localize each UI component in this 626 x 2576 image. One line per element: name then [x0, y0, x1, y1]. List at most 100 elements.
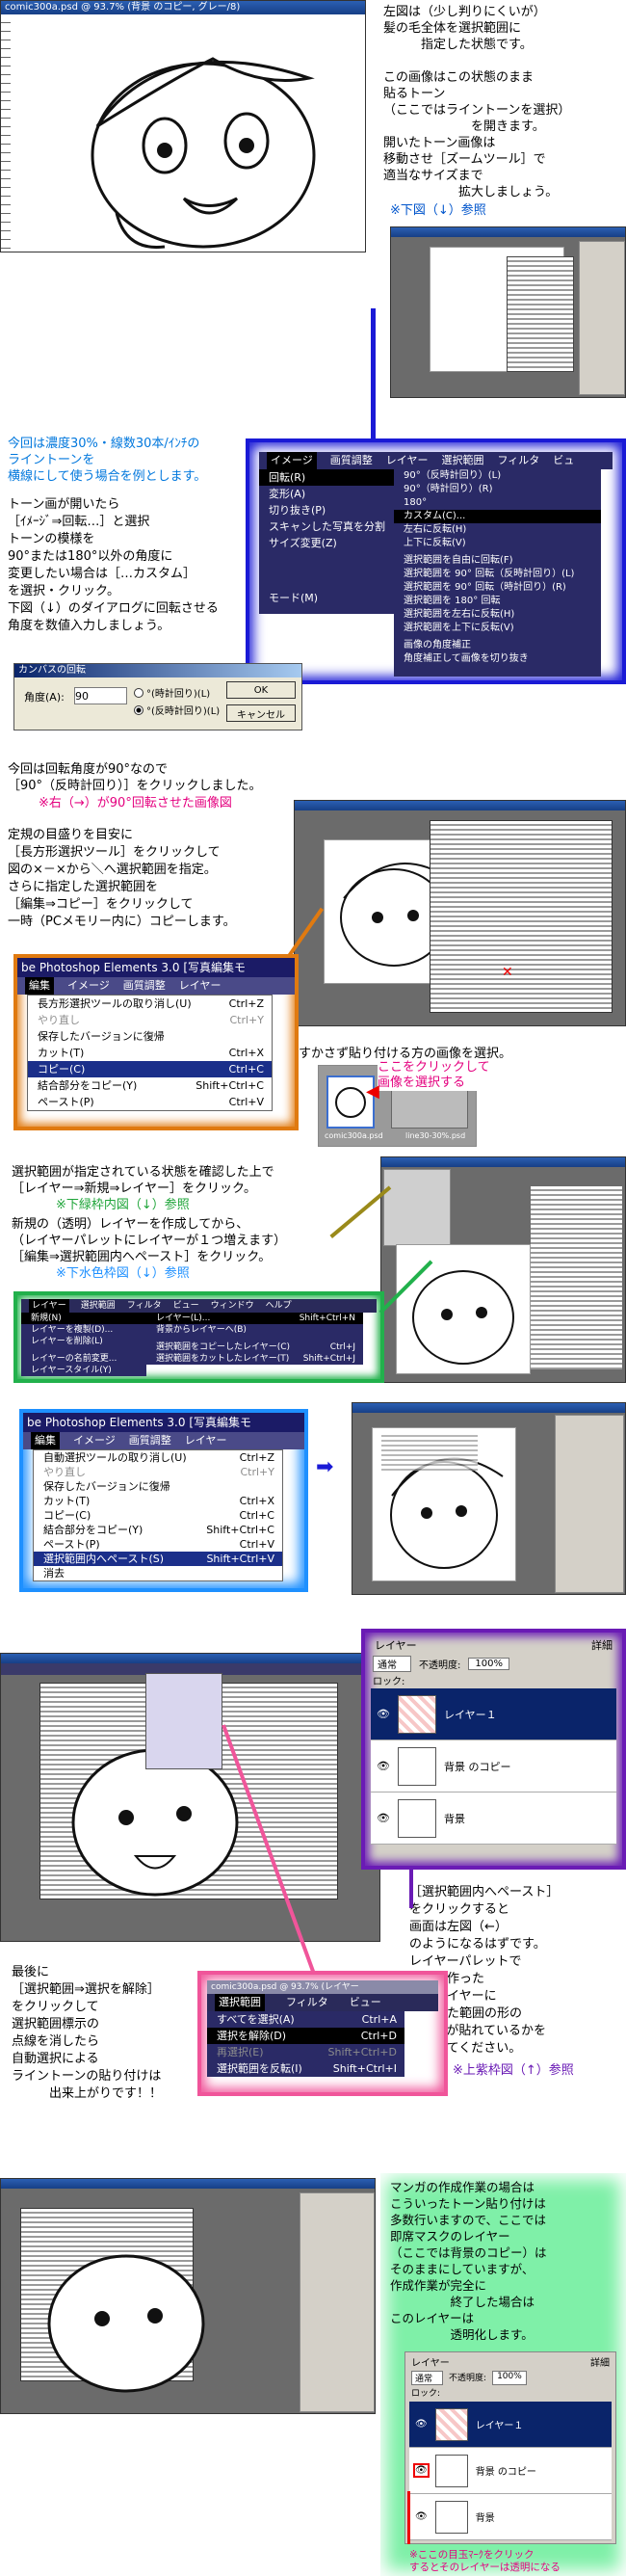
layer-row-2-3[interactable]: 👁背景 — [409, 2494, 612, 2540]
new-layer[interactable]: レイヤー(L)...Shift+Ctrl+N — [146, 1313, 363, 1324]
menu-layer-5[interactable]: レイヤー — [29, 1299, 69, 1313]
menu-adjust-6[interactable]: 画質調整 — [128, 1434, 171, 1447]
rotate-cw90[interactable]: 90°（時計回り）(R) — [404, 484, 493, 494]
rotate-180[interactable]: 180° — [404, 497, 428, 508]
layers-details-1[interactable]: 詳細 — [591, 1639, 613, 1652]
app-title-3: be Photoshop Elements 3.0 [写真編集モ — [17, 958, 295, 977]
layer-duplicate[interactable]: レイヤーを複製(D)... — [31, 1325, 114, 1335]
copy-6[interactable]: コピー(C)Ctrl+C — [34, 1508, 282, 1523]
eye-icon[interactable]: 👁 — [377, 1760, 390, 1772]
selection-rotate-cw90[interactable]: 選択範囲を 90° 回転（時計回り）(R) — [404, 582, 566, 593]
rotate-custom[interactable]: カスタム(C)... — [394, 510, 601, 523]
inverse[interactable]: 選択範囲を反転(I)Shift+Ctrl+I — [207, 2060, 404, 2077]
menu-adjust-3[interactable]: 画質調整 — [122, 979, 166, 992]
menu-window-5[interactable]: ウィンドウ — [210, 1301, 254, 1311]
radio-ccw[interactable]: °(反時計回り)(L) — [134, 703, 220, 717]
cancel-button[interactable]: キャンセル — [226, 704, 296, 722]
selection-free-rotate[interactable]: 選択範囲を自由に回転(F) — [404, 555, 513, 566]
selection-flip-h[interactable]: 選択範囲を左右に反転(H) — [404, 609, 515, 620]
layer-name-2: 背景 のコピー — [443, 1760, 511, 1773]
copy-merged[interactable]: 結合部分をコピー(Y)Shift+Ctrl+C — [28, 1077, 272, 1094]
layers-details-2[interactable]: 詳細 — [590, 2358, 610, 2369]
menu-resize[interactable]: サイズ変更(Z) — [269, 537, 337, 549]
bin-thumb-1[interactable] — [326, 1076, 375, 1129]
layer-row-3[interactable]: 👁背景 — [371, 1793, 616, 1845]
layer-row-1[interactable]: 👁レイヤー１ — [371, 1688, 616, 1740]
menu-select-8[interactable]: 選択範囲 — [215, 1994, 265, 2011]
menu-edit-6[interactable]: 編集 — [31, 1432, 60, 1449]
radio-cw[interactable]: °(時計回り)(L) — [134, 685, 210, 700]
layer-row-2-2[interactable]: 👁背景 のコピー — [409, 2448, 612, 2494]
selection-flip-v[interactable]: 選択範囲を上下に反転(V) — [404, 623, 514, 633]
ok-button[interactable]: OK — [226, 681, 296, 699]
flip-vertical[interactable]: 上下に反転(V) — [404, 538, 466, 548]
angle-input[interactable] — [74, 687, 127, 704]
clear[interactable]: 消去 — [34, 1566, 282, 1580]
blend-mode-2[interactable]: 通常 — [411, 2371, 444, 2385]
paste-6[interactable]: ペースト(P)Ctrl+V — [34, 1537, 282, 1552]
straighten-image[interactable]: 画像の角度補正 — [404, 640, 471, 651]
select-all[interactable]: すべてを選択(A)Ctrl+A — [207, 2011, 404, 2028]
selection-rotate-180[interactable]: 選択範囲を 180° 回転 — [404, 596, 501, 606]
menu-transform[interactable]: 変形(A) — [269, 488, 306, 500]
layer-delete[interactable]: レイヤーを削除(L) — [31, 1337, 103, 1346]
menu-filter[interactable]: フィルタ — [497, 454, 540, 466]
paste-into-selection[interactable]: 選択範囲内へペースト(S)Shift+Ctrl+V — [34, 1552, 282, 1566]
eye-icon[interactable]: 👁 — [415, 2511, 428, 2522]
eye-icon[interactable]: 👁 — [377, 1812, 390, 1824]
layer-via-copy[interactable]: 選択範囲をコピーしたレイヤー(C)Ctrl+J — [146, 1341, 363, 1353]
paste[interactable]: ペースト(P)Ctrl+V — [28, 1094, 272, 1110]
menu-filter-5[interactable]: フィルタ — [126, 1301, 162, 1311]
menu-divide-scanned[interactable]: スキャンした写真を分割 — [269, 520, 385, 533]
undo-rect-select[interactable]: 長方形選択ツールの取り消し(U)Ctrl+Z — [28, 996, 272, 1012]
menu-image[interactable]: イメージ — [267, 452, 317, 469]
cut[interactable]: カット(T)Ctrl+X — [28, 1045, 272, 1061]
selection-rotate-ccw90[interactable]: 選択範囲を 90° 回転（反時計回り）(L) — [404, 569, 575, 579]
rotate-ccw90[interactable]: 90°（反時計回り）(L) — [404, 470, 502, 481]
layer-row-2-1[interactable]: 👁レイヤー１ — [409, 2402, 612, 2448]
layer-via-cut-shortcut: Shift+Ctrl+J — [302, 1354, 355, 1364]
layer-row-2[interactable]: 👁 背景 のコピー — [371, 1740, 616, 1793]
menu-crop[interactable]: 切り抜き(P) — [269, 504, 326, 517]
menu-select[interactable]: 選択範囲 — [441, 454, 484, 466]
layer-new[interactable]: 新規(N) — [21, 1313, 146, 1324]
menu-image-3[interactable]: イメージ — [67, 979, 110, 992]
manga-thumb-icon — [335, 1087, 366, 1118]
menu-layer[interactable]: レイヤー — [385, 454, 429, 466]
deselect[interactable]: 選択を解除(D)Ctrl+D — [207, 2028, 404, 2044]
undo-magic[interactable]: 自動選択ツールの取り消し(U)Ctrl+Z — [34, 1450, 282, 1465]
menu-layer-6[interactable]: レイヤー — [184, 1434, 227, 1447]
copy[interactable]: コピー(C)Ctrl+C — [28, 1061, 272, 1077]
menu-mode[interactable]: モード(M) — [269, 592, 319, 604]
revert-6[interactable]: 保存したバージョンに復帰 — [34, 1479, 282, 1494]
copy-merged-6[interactable]: 結合部分をコピー(Y)Shift+Ctrl+C — [34, 1523, 282, 1537]
eye-icon[interactable]: 👁 — [413, 2463, 430, 2478]
menu-select-5[interactable]: 選択範囲 — [80, 1301, 116, 1311]
eye-icon[interactable]: 👁 — [415, 2419, 428, 2430]
menu-rotate[interactable]: 回転(R) — [259, 469, 394, 486]
straighten-crop[interactable]: 角度補正して画像を切り抜き — [404, 653, 529, 664]
menu-help-5[interactable]: ヘルプ — [265, 1301, 292, 1311]
menu-layer-3[interactable]: レイヤー — [178, 979, 222, 992]
menu-edit-3[interactable]: 編集 — [25, 977, 54, 995]
layer-style[interactable]: レイヤースタイル(Y) — [31, 1366, 112, 1375]
flip-horizontal[interactable]: 左右に反転(H) — [404, 524, 467, 535]
menu-filter-8[interactable]: フィルタ — [286, 1996, 328, 2008]
cut-6[interactable]: カット(T)Ctrl+X — [34, 1494, 282, 1508]
reselect[interactable]: 再選択(E)Shift+Ctrl+D — [207, 2044, 404, 2060]
layer-rename[interactable]: レイヤーの名前変更... — [31, 1354, 117, 1364]
menu-view-8[interactable]: ビュー — [349, 1996, 381, 2008]
blend-mode-1[interactable]: 通常 — [373, 1656, 411, 1672]
opacity-value-1[interactable]: 100% — [468, 1658, 509, 1670]
menu-view-5[interactable]: ビュー — [172, 1301, 199, 1311]
menu-adjust[interactable]: 画質調整 — [329, 454, 373, 466]
menu-view[interactable]: ビュ — [553, 454, 575, 466]
layer-via-cut[interactable]: 選択範囲をカットしたレイヤー(T)Shift+Ctrl+J — [146, 1353, 363, 1365]
opacity-value-2[interactable]: 100% — [492, 2371, 527, 2385]
revert[interactable]: 保存したバージョンに復帰 — [28, 1028, 272, 1045]
layer-from-bg[interactable]: 背景からレイヤーへ(B) — [146, 1324, 363, 1336]
menu-image-6[interactable]: イメージ — [73, 1434, 116, 1447]
eye-icon[interactable]: 👁 — [377, 1708, 390, 1720]
